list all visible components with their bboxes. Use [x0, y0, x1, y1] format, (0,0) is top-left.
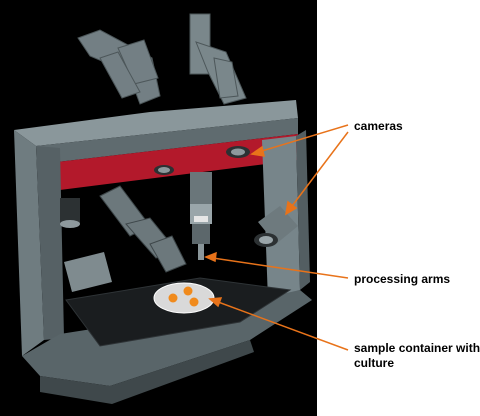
side-device: [64, 252, 112, 292]
left-pillar: [14, 130, 44, 356]
callout-arrows: [204, 124, 349, 351]
processing-arm-articulated: [99, 185, 187, 273]
label-processing-arms: processing arms: [354, 272, 451, 286]
camera-beam-right: [226, 146, 250, 158]
left-pillar-front: [36, 146, 64, 340]
arrow-sample-container: [209, 298, 349, 351]
right-pillar-side: [296, 130, 310, 290]
sample-dish: [153, 282, 215, 314]
arrow-processing-arms: [205, 256, 349, 279]
gantry-arm-left: [77, 29, 161, 105]
top-beam-face: [36, 118, 298, 164]
camera-beam-left: [154, 165, 174, 175]
camera-right: [254, 206, 298, 247]
label-sample-container-line2: culture: [354, 356, 395, 370]
label-sample-container: sample container with culture: [354, 341, 480, 371]
label-sample-container-line1: sample container with: [354, 341, 480, 355]
gantry-arm-right: [189, 13, 247, 105]
camera-left: [60, 198, 80, 228]
culture-spot: [168, 293, 178, 303]
arrow-cameras-bottom: [285, 131, 349, 215]
label-cameras: cameras: [354, 119, 403, 133]
culture-spot: [189, 297, 199, 307]
base-front: [40, 340, 254, 404]
culture-spot: [183, 286, 193, 296]
arrow-cameras-top: [251, 124, 349, 155]
top-beam: [14, 100, 298, 146]
processing-arm-vertical: [190, 172, 212, 260]
